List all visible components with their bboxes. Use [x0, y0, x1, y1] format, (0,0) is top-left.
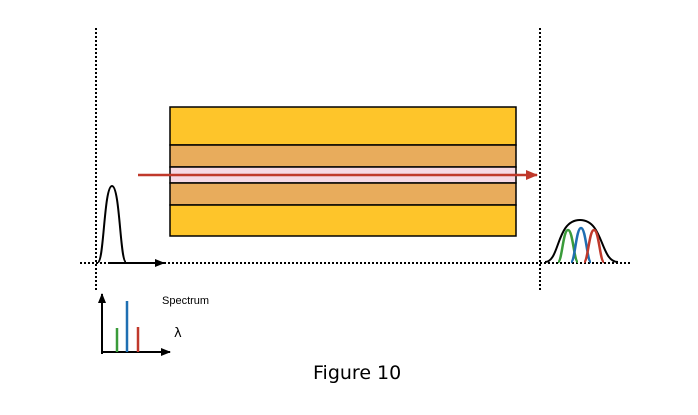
- output-red-component: [582, 228, 606, 264]
- output-envelope: [544, 218, 619, 263]
- guiding-layer-bottom: [169, 182, 517, 206]
- wavelength-symbol: λ: [174, 326, 182, 341]
- guiding-layer-top: [169, 144, 517, 168]
- output-pulse: [544, 218, 619, 264]
- figure-caption: Figure 10: [313, 362, 402, 384]
- cladding-top: [169, 106, 517, 146]
- spectrum-label: Spectrum: [162, 295, 210, 307]
- waveguide: [169, 106, 517, 237]
- cladding-bottom: [169, 204, 517, 237]
- spectrum-inset: [98, 293, 171, 356]
- input-pulse: [97, 184, 127, 263]
